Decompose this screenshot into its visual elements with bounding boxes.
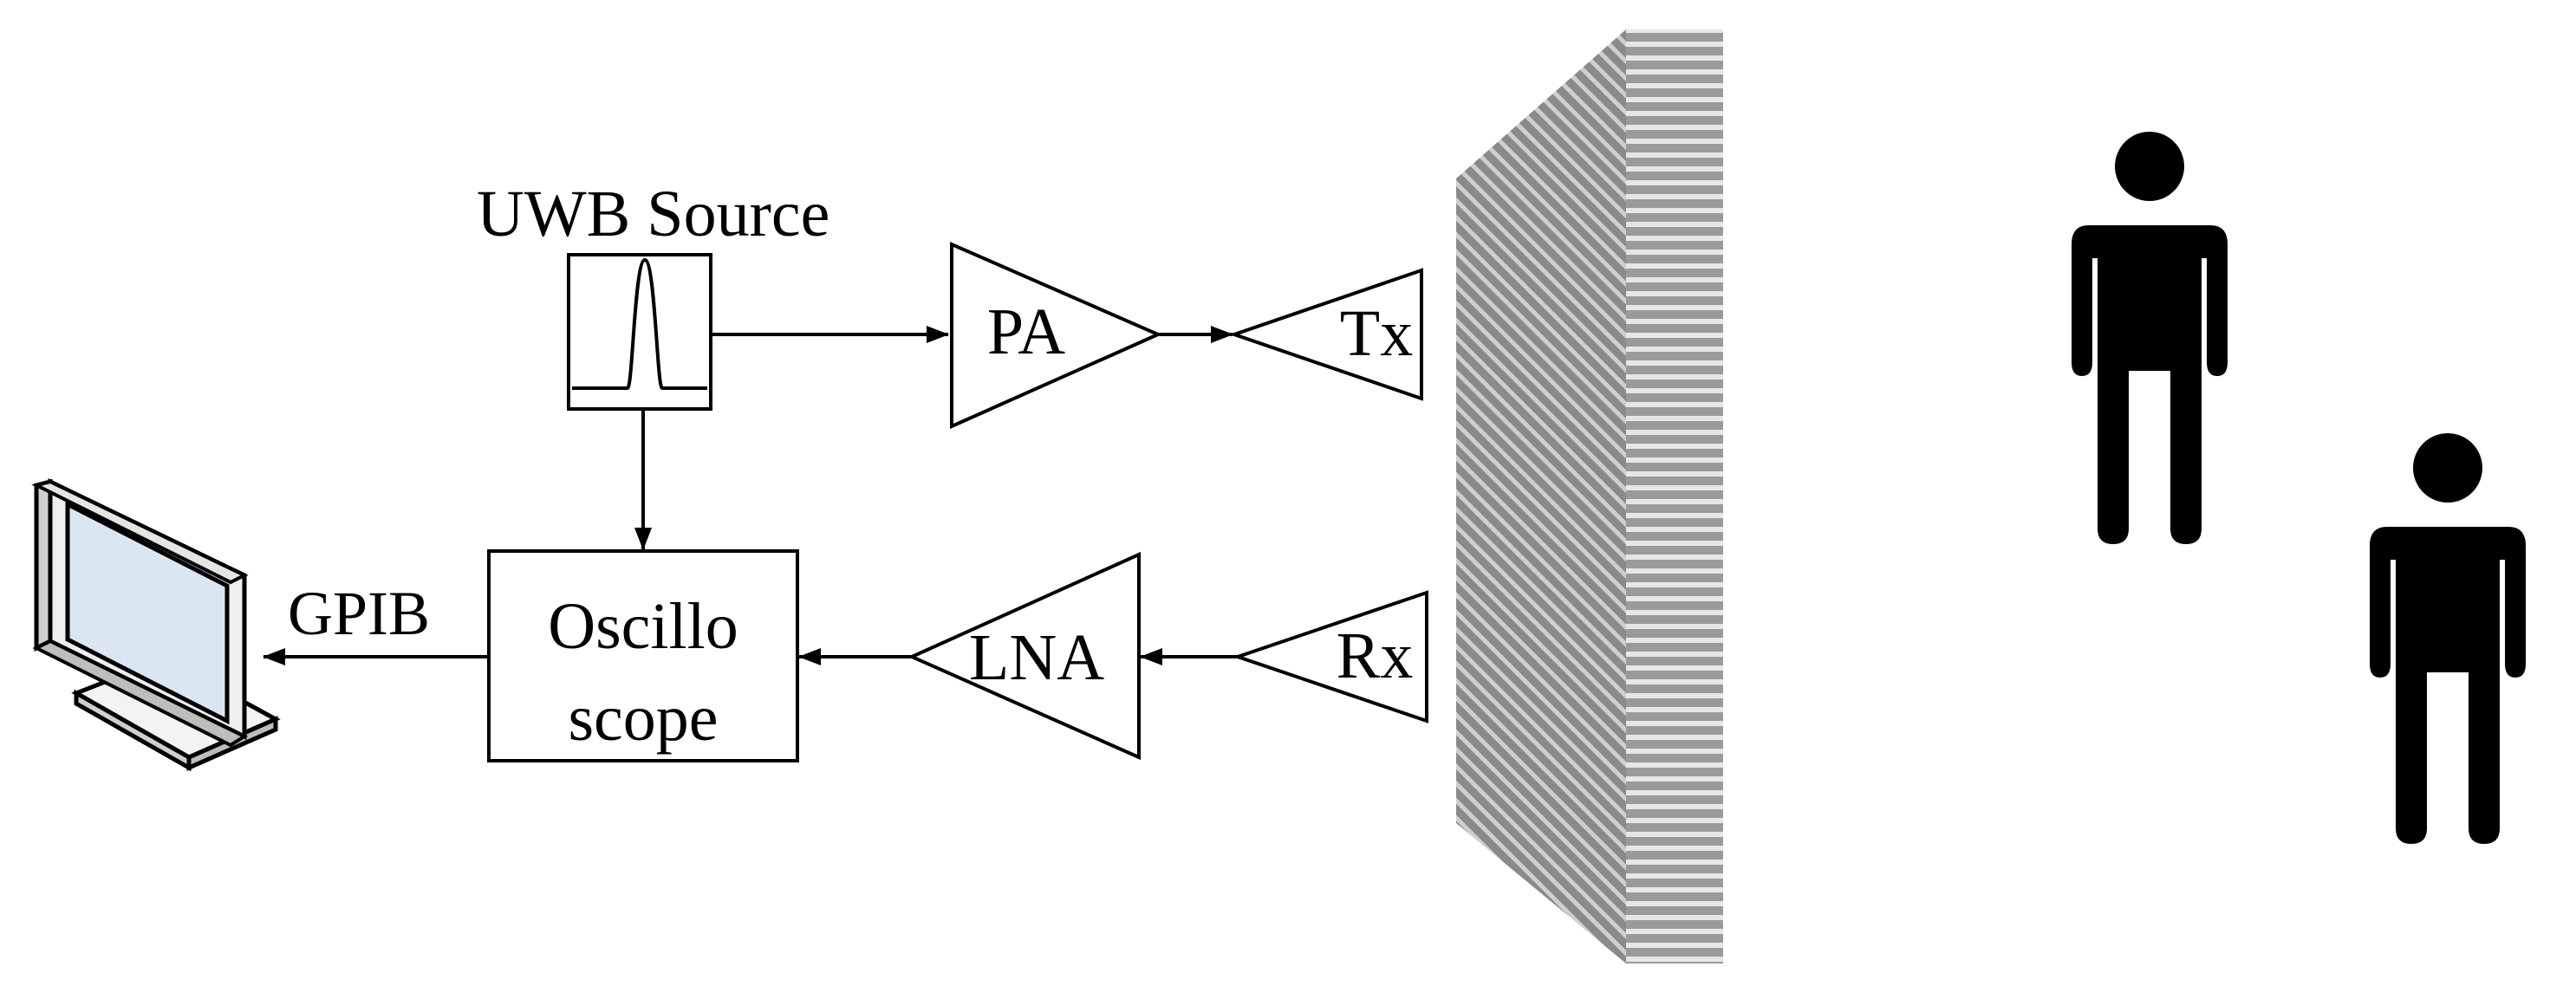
rx-label: Rx — [1337, 620, 1414, 692]
wall-icon — [1456, 29, 1723, 963]
gpib-label: GPIB — [288, 579, 430, 648]
person-icon — [2370, 433, 2526, 844]
lna-amplifier — [907, 551, 1141, 761]
rx-antenna — [1232, 590, 1428, 723]
uwb-source-box — [567, 253, 712, 411]
pulse-waveform-icon — [572, 257, 707, 390]
oscilloscope-label-line2: scope — [568, 682, 718, 755]
oscilloscope-box — [487, 549, 799, 762]
person-icon — [2072, 132, 2228, 544]
uwb-source-label: UWB Source — [477, 178, 829, 250]
lna-label: LNA — [969, 621, 1104, 694]
oscilloscope-label-line1: Oscillo — [548, 590, 738, 663]
pa-amplifier — [950, 241, 1162, 430]
tx-antenna — [1228, 268, 1423, 401]
tx-label: Tx — [1340, 297, 1413, 370]
computer-monitor-icon — [31, 478, 281, 772]
pa-label: PA — [987, 295, 1065, 368]
